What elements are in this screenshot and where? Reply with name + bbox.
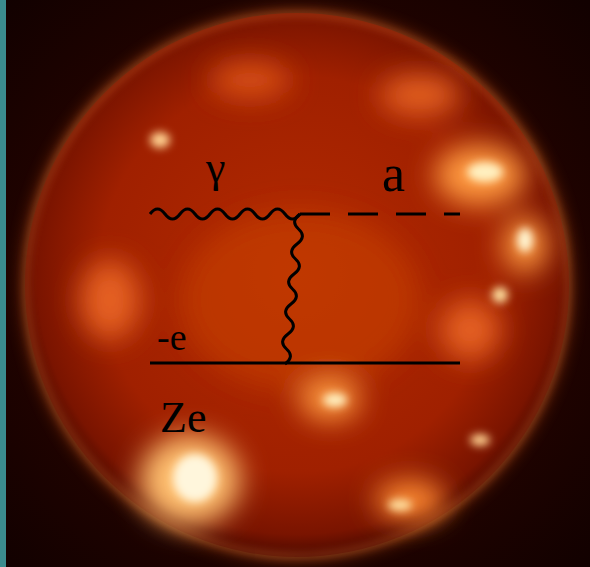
axion-line <box>300 213 460 216</box>
particle-label: γ <box>206 146 225 190</box>
active-regions <box>80 62 547 525</box>
nucleus-line <box>150 362 460 365</box>
charge-label: -e <box>157 318 187 356</box>
virtual-photon-line <box>283 214 303 364</box>
particle-label: a <box>382 148 405 200</box>
bright-spots <box>150 132 533 511</box>
sun-limb <box>26 14 568 556</box>
sun-disk <box>25 13 569 557</box>
corona-glow <box>21 9 573 561</box>
photon-line <box>150 209 300 219</box>
charge-label: Ze <box>160 396 206 440</box>
feynman-diagram <box>150 209 460 364</box>
edge-strip <box>0 0 6 567</box>
